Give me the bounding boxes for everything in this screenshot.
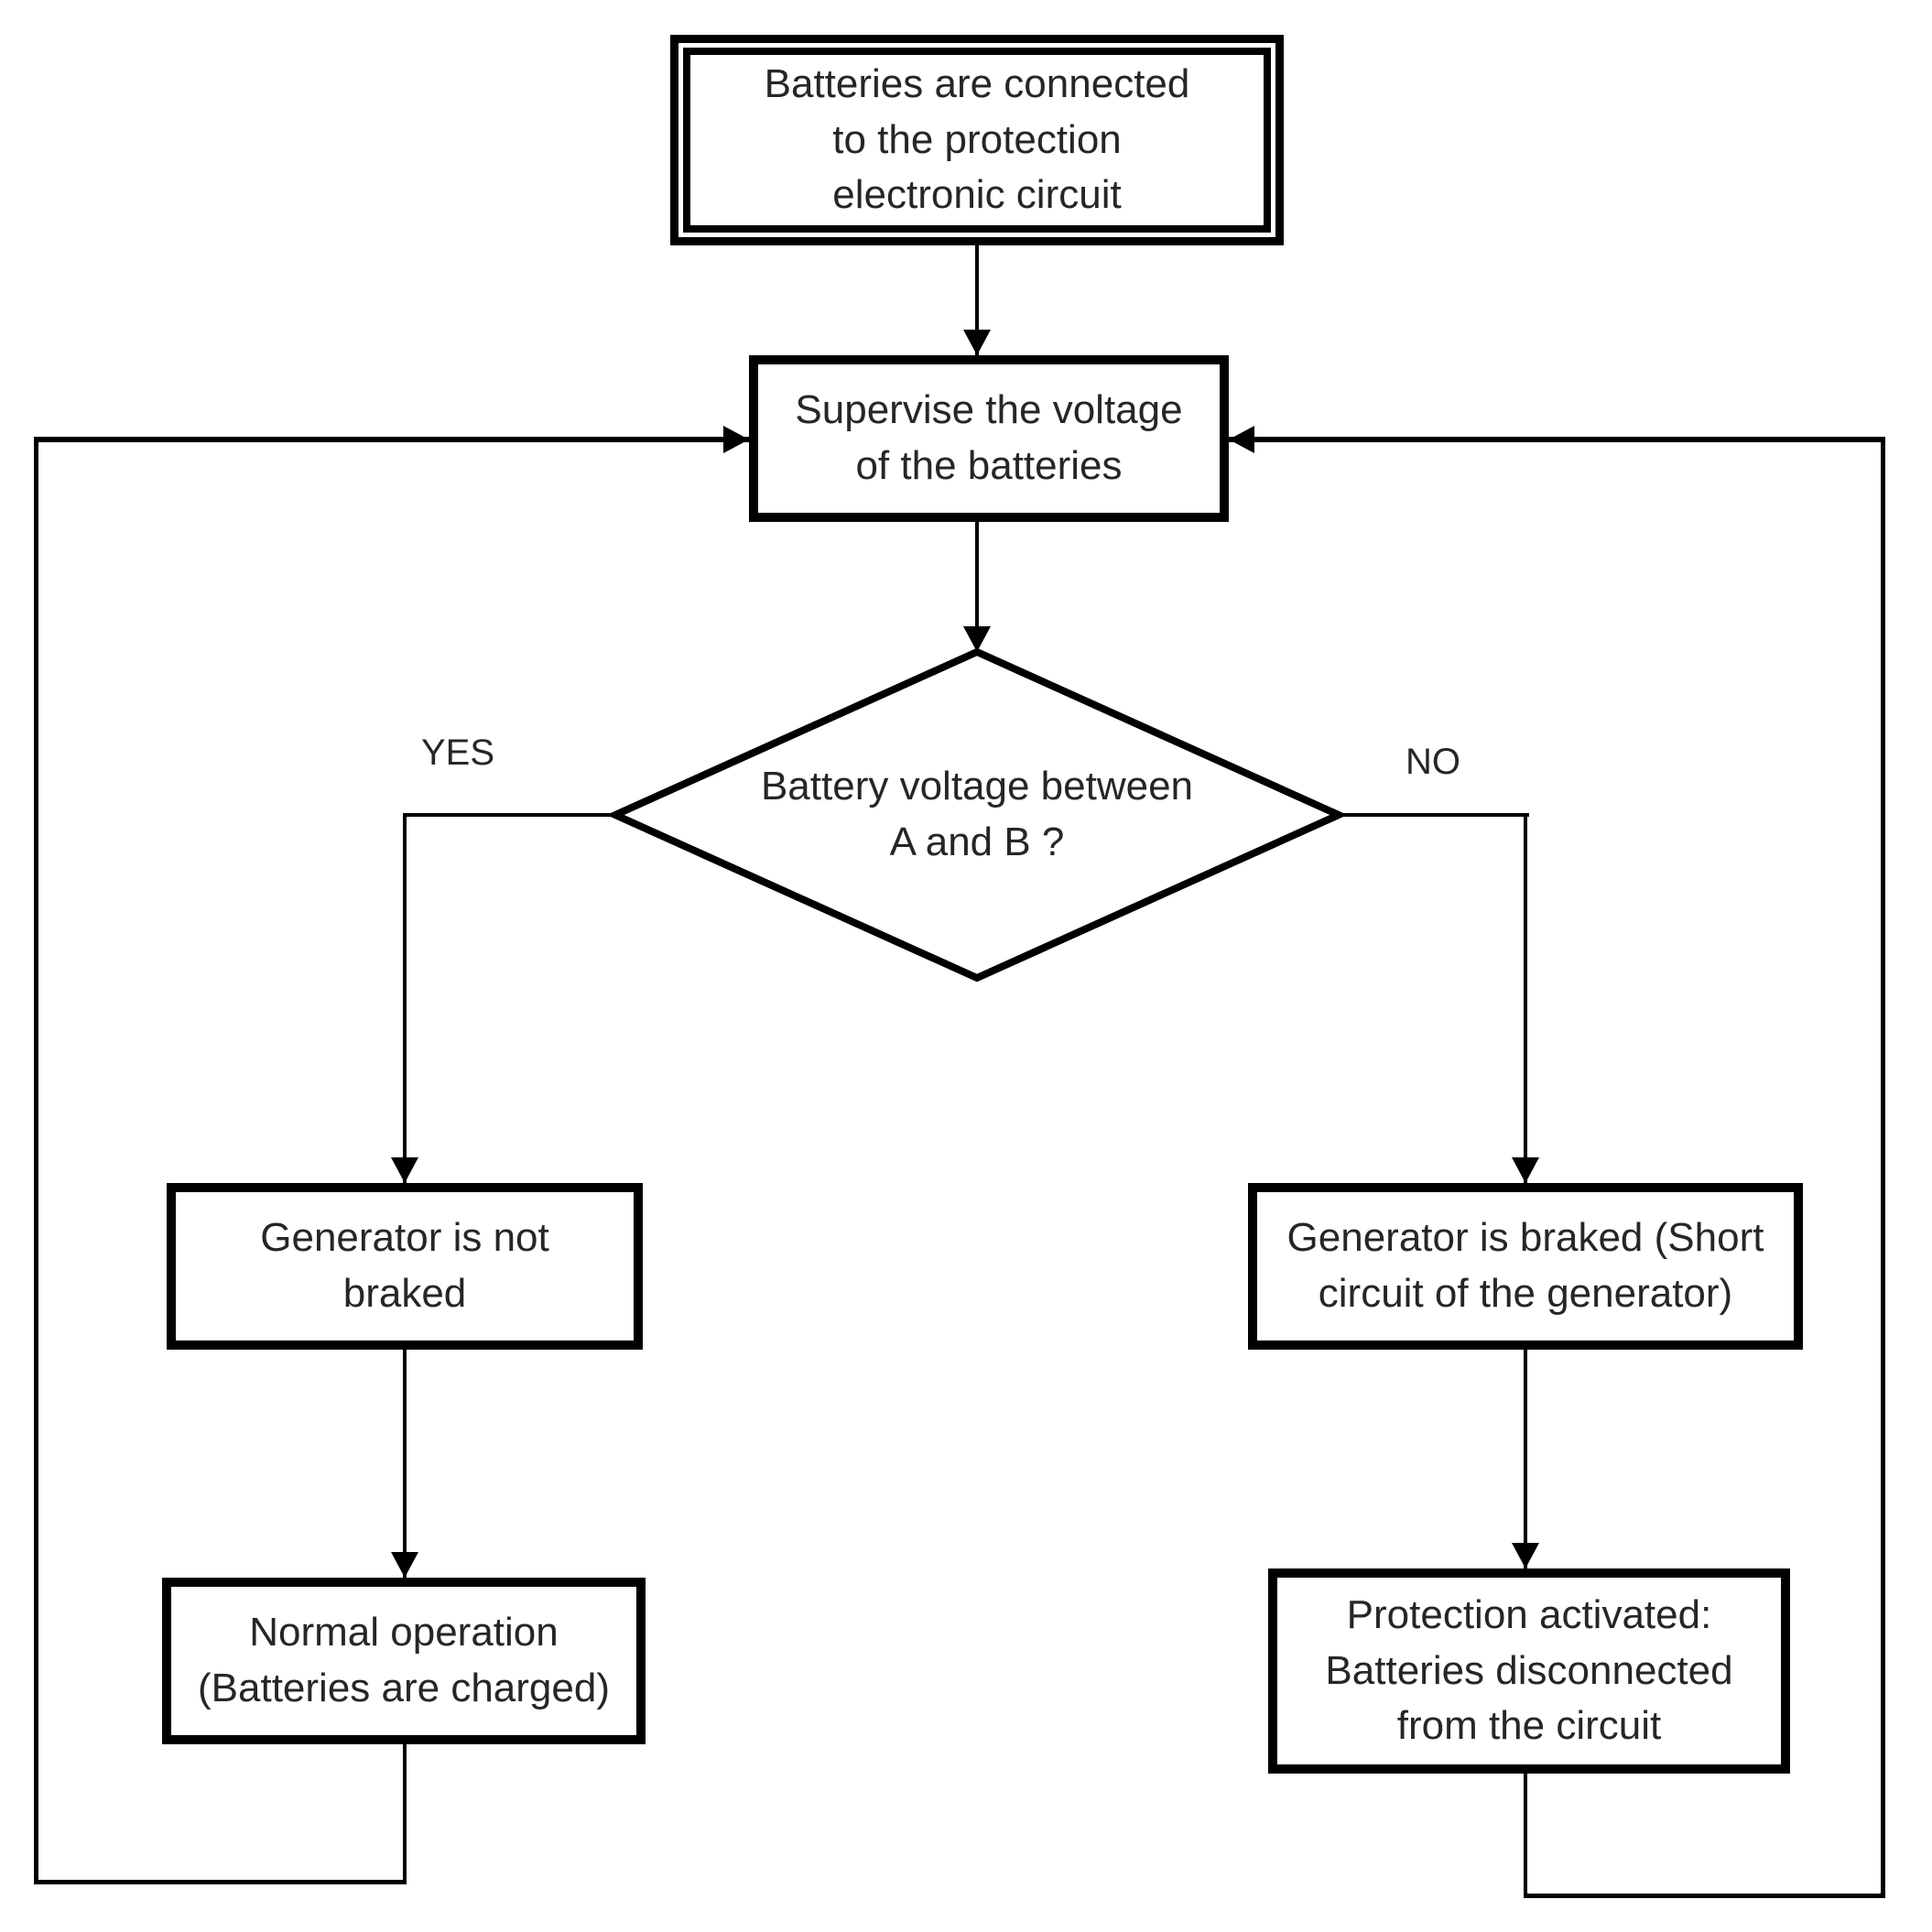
start-node-label: Batteries are connected to the protectio… <box>683 48 1271 233</box>
no-branch-label: NO <box>1406 742 1460 782</box>
edge-to-normal-operation <box>403 1350 407 1578</box>
edge-left-loop-bottom <box>34 1880 407 1884</box>
edge-start-to-supervise <box>975 245 979 355</box>
generator-braked-node: Generator is braked (Short circuit of th… <box>1248 1183 1803 1350</box>
arrowhead-into-supervise-left <box>723 426 749 453</box>
edge-left-loop-into-supervise <box>34 437 749 442</box>
decision-diamond-label: Battery voltage between A and B ? <box>760 764 1194 864</box>
edge-right-loop-down <box>1524 1774 1527 1898</box>
yes-branch-label: YES <box>420 733 495 773</box>
protection-activated-node: Protection activated: Batteries disconne… <box>1268 1568 1790 1774</box>
edge-yes-horizontal <box>403 813 617 817</box>
arrowhead-into-supervise-right <box>1229 426 1254 453</box>
decision-diamond-shape <box>606 647 1348 982</box>
arrowhead-into-supervise-top <box>963 330 991 355</box>
start-node: Batteries are connected to the protectio… <box>670 35 1284 245</box>
edge-no-vertical <box>1524 813 1527 1183</box>
arrowhead-into-protection-activated <box>1512 1543 1539 1568</box>
generator-not-braked-node: Generator is not braked <box>167 1183 643 1350</box>
edge-right-loop-bottom <box>1524 1894 1885 1898</box>
normal-operation-node: Normal operation (Batteries are charged) <box>162 1578 646 1744</box>
edge-left-loop-down <box>403 1744 407 1883</box>
edge-right-loop-up <box>1881 438 1885 1898</box>
arrowhead-into-generator-braked <box>1512 1157 1539 1183</box>
edge-no-horizontal <box>1337 813 1529 817</box>
edge-yes-vertical <box>403 813 407 1183</box>
edge-to-protection-activated <box>1524 1350 1527 1568</box>
edge-right-loop-into-supervise <box>1229 437 1885 442</box>
arrowhead-into-normal-operation <box>391 1552 418 1578</box>
edge-left-loop-up <box>34 438 38 1884</box>
supervise-node: Supervise the voltage of the batteries <box>749 355 1229 522</box>
edge-supervise-to-decision <box>975 522 979 652</box>
arrowhead-into-generator-not-braked <box>391 1157 418 1183</box>
arrowhead-into-decision-top <box>963 626 991 652</box>
